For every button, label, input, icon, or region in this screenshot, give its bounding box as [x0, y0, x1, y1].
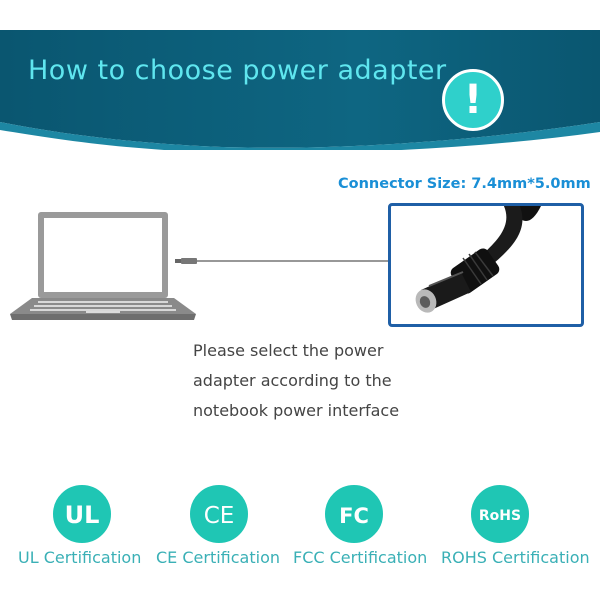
ce-logo-icon: CE [204, 503, 235, 529]
svg-text:CE: CE [204, 503, 235, 529]
rohs-certification-badge: RoHS [468, 482, 532, 546]
page-title: How to choose power adapter [28, 55, 447, 86]
rohs-certification-label: ROHS Certification [441, 548, 590, 567]
svg-text:RoHS: RoHS [479, 508, 521, 524]
svg-text:FC: FC [339, 504, 369, 528]
ul-certification-label: UL Certification [18, 548, 142, 567]
ce-certification-label: CE Certification [156, 548, 281, 567]
svg-text:UL: UL [65, 501, 100, 529]
laptop-illustration [10, 212, 196, 320]
rohs-logo-icon: RoHS [479, 508, 521, 524]
connector-size-label: Connector Size: 7.4mm*5.0mm [338, 176, 591, 192]
header-banner [0, 30, 600, 150]
instruction-line: notebook power interface [193, 401, 400, 420]
fcc-logo-icon: FC [339, 504, 369, 528]
ce-certification-badge: CE [187, 482, 251, 546]
instruction-line: adapter according to the [193, 371, 392, 390]
dc-plug-icon [415, 206, 541, 313]
instruction-line: Please select the power [193, 341, 384, 360]
cable-line [175, 258, 390, 264]
fcc-certification-label: FCC Certification [293, 548, 428, 567]
ul-logo-icon: UL [65, 501, 100, 529]
warning-glyph: ! [463, 77, 483, 123]
instruction-text: Please select the power adapter accordin… [193, 336, 433, 426]
warning-icon: ! [442, 69, 504, 131]
connector-photo [388, 203, 584, 327]
ul-certification-badge: UL [50, 482, 114, 546]
fcc-certification-badge: FC [322, 482, 386, 546]
